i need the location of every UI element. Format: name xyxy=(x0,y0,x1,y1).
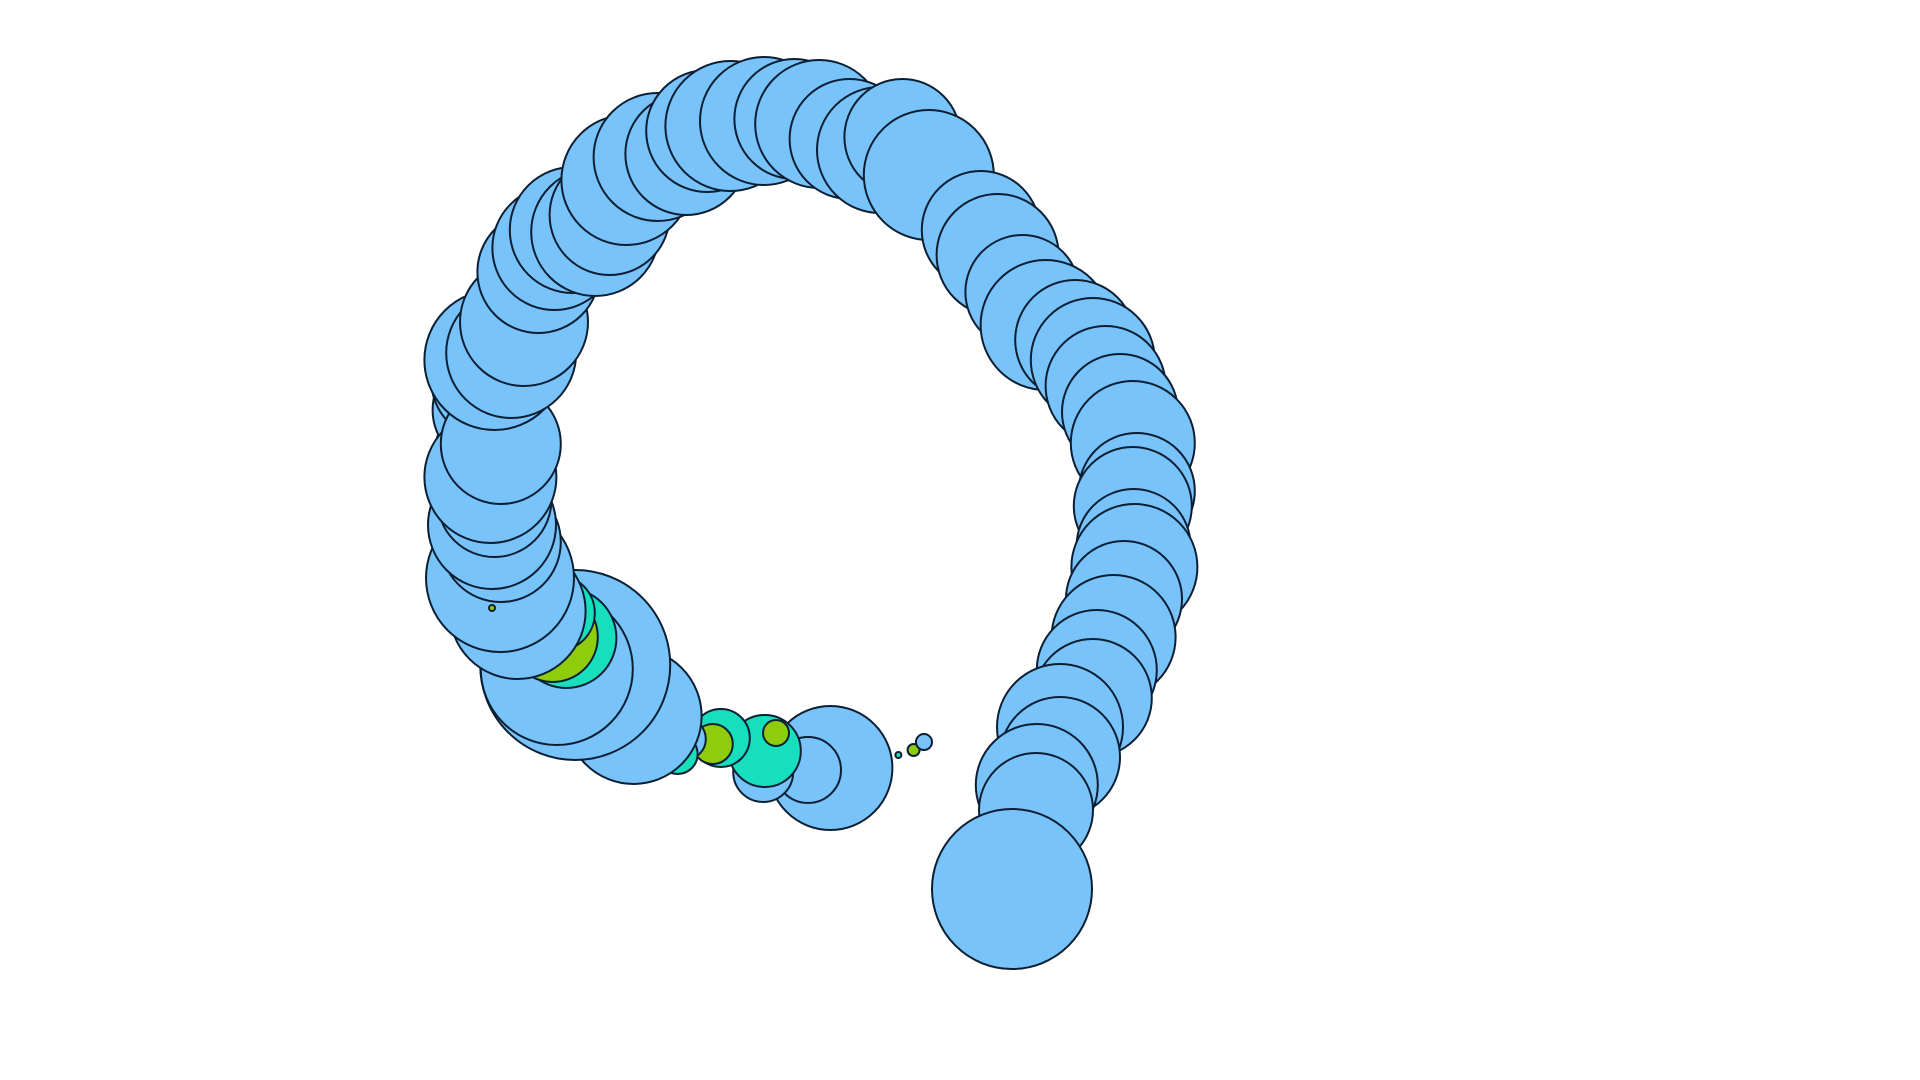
bubble-teal xyxy=(894,751,903,759)
bubble-blue xyxy=(915,733,933,751)
bubble-blue xyxy=(931,808,1093,970)
bubble-green xyxy=(488,604,496,612)
bubble-green xyxy=(762,719,790,747)
